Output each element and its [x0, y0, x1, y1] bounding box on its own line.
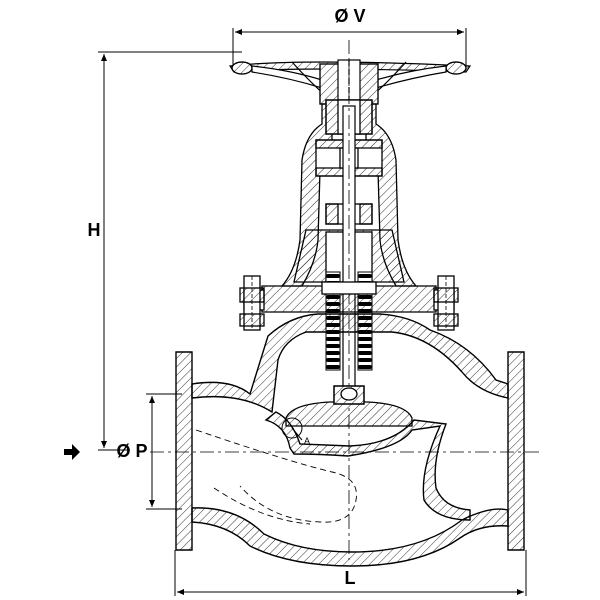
bellows-rib-left: [326, 365, 340, 369]
bellows-rib-right: [358, 351, 372, 355]
handwheel-diameter-label: Ø V: [334, 6, 365, 26]
bellows-rib-left: [326, 358, 340, 362]
length-label: L: [345, 568, 356, 588]
bellows-rib-left: [326, 274, 340, 278]
valve-disc: [285, 385, 413, 427]
bellows-rib-right: [358, 365, 372, 369]
bellows-rib-right: [358, 337, 372, 341]
yoke: [280, 99, 418, 287]
dimension-h: [98, 51, 242, 451]
flow-path: [195, 429, 357, 523]
bellows-rib-right: [358, 358, 372, 362]
bellows-rib-left: [326, 351, 340, 355]
bellows-rib-left: [326, 344, 340, 348]
dimension-l: [174, 550, 527, 596]
bellows-rib-right: [358, 274, 372, 278]
dimension-v: [232, 28, 467, 68]
arrow-right-icon: [64, 444, 80, 460]
bellows-rib-left: [326, 337, 340, 341]
flow-path-lower: [213, 487, 311, 525]
bonnet-flange: [239, 275, 459, 331]
port-diameter-label: Ø P: [116, 441, 147, 461]
detail-a-label: A: [304, 436, 310, 446]
bellows-rib-right: [358, 344, 372, 348]
height-label: H: [88, 220, 101, 240]
detail-a-marker: [281, 417, 303, 441]
